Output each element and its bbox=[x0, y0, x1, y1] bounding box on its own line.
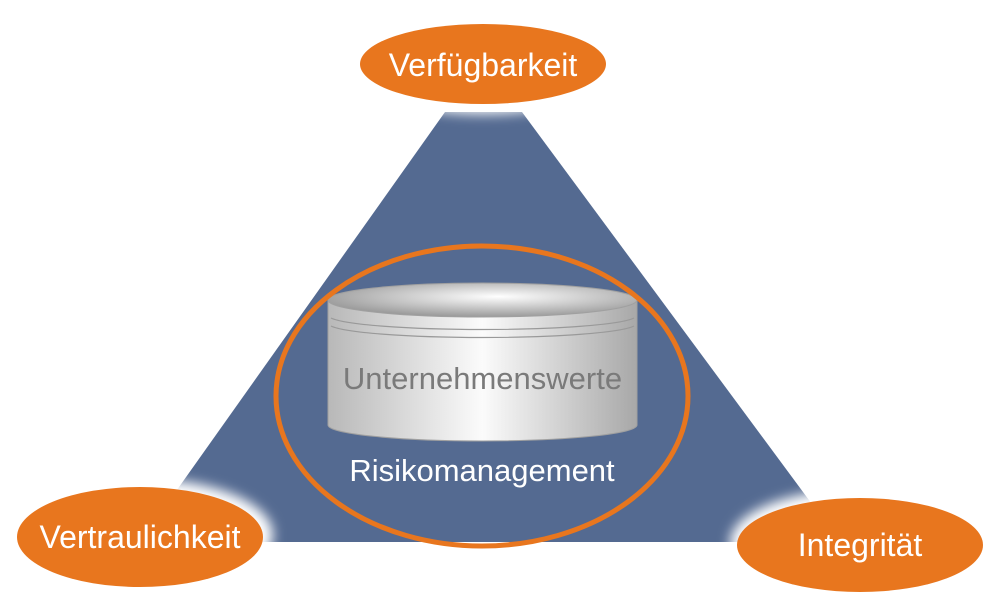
pillar-right-shape bbox=[737, 498, 983, 592]
pillar-top-shape bbox=[360, 24, 606, 104]
pillar-confidentiality: Vertraulichkeit bbox=[39, 518, 241, 555]
pillar-left-shape bbox=[17, 487, 263, 587]
risk-management-ring bbox=[273, 243, 691, 549]
risk-management-label: Risikomanagement bbox=[349, 453, 615, 488]
database-cylinder-icon bbox=[327, 282, 638, 442]
pillar-integrity: Integrität bbox=[797, 526, 923, 563]
core-assets-label: Unternehmenswerte bbox=[342, 361, 623, 396]
pillar-availability: Verfügbarkeit bbox=[388, 46, 578, 83]
